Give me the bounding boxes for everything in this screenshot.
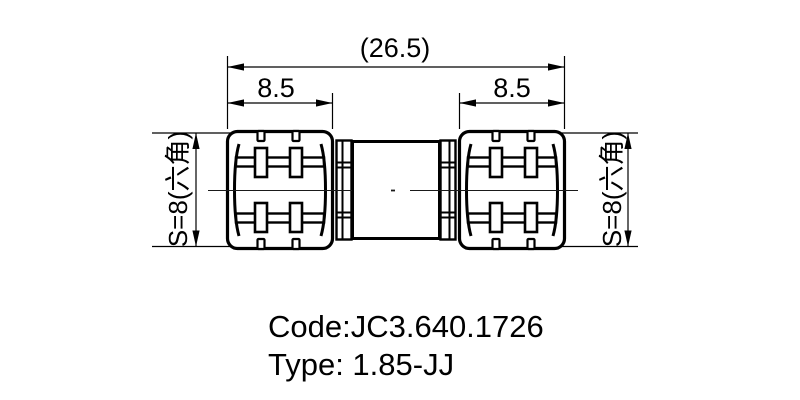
dim-overall-label: (26.5) <box>360 33 431 63</box>
code-label: Code:JC3.640.1726 <box>268 309 544 344</box>
type-label: Type: 1.85-JJ <box>268 347 454 382</box>
dim-left-hex-label: 8.5 <box>257 73 295 103</box>
dim-right-hex-label: 8.5 <box>493 73 531 103</box>
drawing-notes: Code:JC3.640.1726 Type: 1.85-JJ <box>268 309 544 382</box>
dim-left-hex-size: S=8(六角) <box>152 131 230 247</box>
dim-overall-length: (26.5) <box>226 33 566 129</box>
dim-left-hex-length: 8.5 <box>227 73 334 129</box>
hex-size-right-label: S=8(六角) <box>597 131 627 247</box>
dim-right-hex-length: 8.5 <box>458 73 565 129</box>
dim-right-hex-size: S=8(六角) <box>562 131 638 247</box>
hex-size-left-label: S=8(六角) <box>163 131 193 247</box>
